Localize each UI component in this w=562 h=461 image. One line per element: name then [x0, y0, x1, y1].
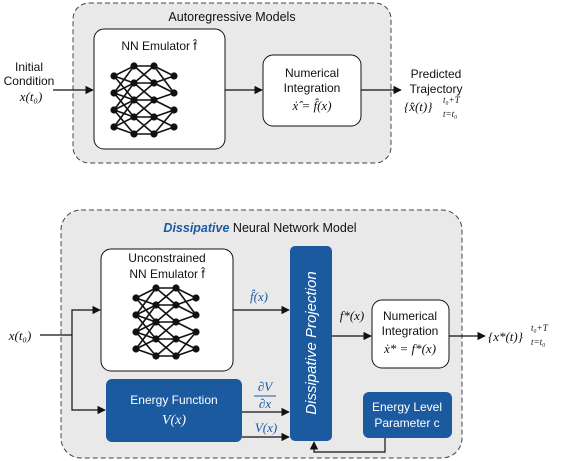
- nn-emulator-label: NN Emulator f̂: [121, 38, 197, 53]
- edge-energy-level-to-projection: [309, 438, 386, 453]
- top-output-sub: t=t₀: [443, 109, 457, 119]
- top-output-label: Predicted Trajectory {x̂(t)} t₀+T t=t₀: [404, 67, 462, 119]
- top-input-math: x(t₀): [19, 89, 43, 104]
- energy-function-math: V(x): [162, 413, 186, 428]
- autoregressive-panel: Autoregressive Models NN Emulator f̂ Num…: [53, 2, 402, 164]
- dissipative-title-emphasis: Dissipative: [163, 221, 229, 235]
- energy-level-line1: Energy Level: [372, 400, 442, 414]
- gradient-numerator: ∂V: [258, 379, 274, 394]
- top-output-line2: Trajectory: [410, 82, 463, 96]
- f-star-edge-label: f*(x): [340, 308, 365, 323]
- numerical-integration-line2: Integration: [284, 81, 341, 95]
- top-input-label: Initial Condition x(t₀): [4, 60, 55, 104]
- energy-function-box: [106, 379, 242, 442]
- bottom-output-sup: t₀+T: [531, 323, 549, 333]
- numerical-integration-equation: ẋ̂ = f̂(x): [291, 98, 331, 113]
- dissipative-panel: Dissipative Neural Network Model Unconst…: [40, 209, 486, 459]
- nn-emulator-box: [93, 28, 226, 150]
- gradient-denominator: ∂x: [259, 396, 271, 411]
- unconstrained-emulator-line2: NN Emulator f̂: [129, 266, 205, 281]
- energy-level-box: [363, 392, 452, 438]
- top-input-line2: Condition: [4, 74, 55, 88]
- dissipative-title-rest: Neural Network Model: [229, 221, 356, 235]
- unconstrained-emulator-line1: Unconstrained: [128, 251, 205, 265]
- top-output-sup: t₀+T: [443, 95, 461, 105]
- bottom-input-math: x(t₀): [8, 328, 32, 343]
- energy-level-line2: Parameter c: [374, 416, 439, 430]
- autoregressive-panel-title: Autoregressive Models: [168, 10, 295, 24]
- dissipative-panel-title: Dissipative Neural Network Model: [163, 221, 356, 235]
- bottom-output-math: {x*(t)}: [488, 329, 524, 344]
- bottom-integration-line2: Integration: [382, 324, 439, 338]
- bottom-integration-equation: ẋ* = f*(x): [383, 341, 436, 356]
- v-edge-label: V(x): [255, 420, 277, 435]
- top-output-line1: Predicted: [411, 67, 462, 81]
- bottom-output-label: {x*(t)} t₀+T t=t₀: [488, 323, 549, 347]
- top-input-line1: Initial: [15, 60, 43, 74]
- f-hat-edge-label: f̂(x): [250, 289, 268, 304]
- dissipative-projection-box: [290, 246, 332, 441]
- edge-input-to-energy: [71, 335, 106, 415]
- numerical-integration-line1: Numerical: [285, 66, 339, 80]
- dissipative-projection-label: Dissipative Projection: [303, 271, 320, 414]
- top-output-math: {x̂(t)}: [404, 99, 433, 114]
- edge-input-to-emulator: [71, 305, 101, 335]
- bottom-integration-box: [371, 299, 450, 369]
- bottom-output-sub: t=t₀: [531, 337, 545, 347]
- bottom-integration-line1: Numerical: [383, 309, 437, 323]
- energy-function-label: Energy Function: [130, 393, 217, 407]
